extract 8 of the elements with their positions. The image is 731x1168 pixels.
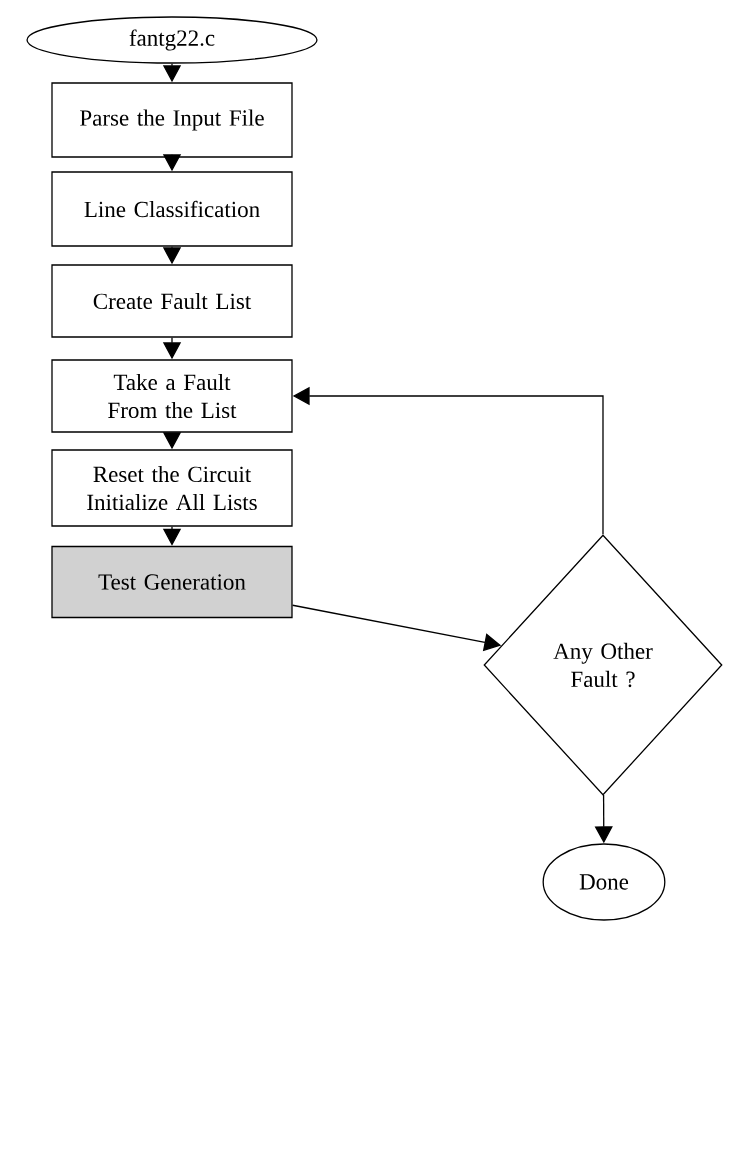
- process-box: Take a Fault From the List: [51, 359, 293, 433]
- process-box: Create Fault List: [51, 264, 293, 338]
- process-box: Line Classification: [51, 171, 293, 247]
- process-box: Test Generation: [51, 545, 293, 619]
- start-oval: fantg22.c: [26, 16, 318, 64]
- process-box: Parse the Input File: [51, 82, 293, 158]
- process-box: Reset the Circuit Initialize All Lists: [51, 449, 293, 527]
- end-oval: Done: [542, 843, 666, 921]
